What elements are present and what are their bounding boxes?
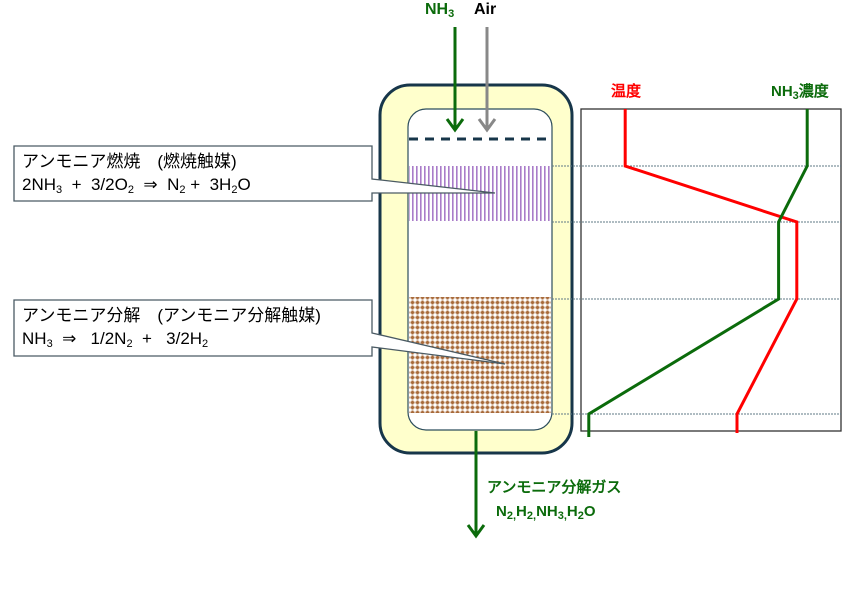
profile-chart xyxy=(552,108,842,437)
nh3-feed-label: NH3 xyxy=(425,1,455,20)
nh3-concentration-profile-line xyxy=(587,109,809,437)
temperature-label-text: 温度 xyxy=(611,83,642,100)
subscript: 2, xyxy=(506,510,517,522)
air-feed-arrow xyxy=(477,27,497,133)
subscript: 3 xyxy=(56,184,63,196)
text-segment: + 3/2H xyxy=(132,329,203,348)
subscript: 3 xyxy=(792,90,799,102)
subscript: 2 xyxy=(126,338,133,350)
nh3-label-main: NH xyxy=(425,1,449,18)
text-segment: 2NH xyxy=(22,175,57,194)
subscript: 2 xyxy=(202,338,209,350)
product-gas-species: N2,H2,NH3,H2O xyxy=(496,503,596,522)
subscript: 2 xyxy=(231,184,238,196)
combustion-equation: 2NH3 + 3/2O2 ⇒ N2 + 3H2O xyxy=(22,173,251,196)
combustion-title: アンモニア燃焼 (燃焼触媒) xyxy=(22,152,237,171)
product-gas-title-text: アンモニア分解ガス xyxy=(487,479,622,496)
temperature-profile-line xyxy=(623,109,799,433)
subscript: 3 xyxy=(46,338,53,350)
text-segment: + 3H xyxy=(185,175,232,194)
text-segment: NH xyxy=(22,329,47,348)
text-segment: NH xyxy=(771,83,793,100)
text-segment: ⇒ 1/2N xyxy=(52,329,127,348)
subscript: 2, xyxy=(526,510,537,522)
text-segment: H xyxy=(566,503,578,520)
text-segment: 濃度 xyxy=(798,83,829,100)
decomposition-title: アンモニア分解 (アンモニア分解触媒) xyxy=(22,306,321,325)
combustion-callout-text: アンモニア燃焼 (燃焼触媒) 2NH3 + 3/2O2 ⇒ N2 + 3H2O xyxy=(22,150,251,196)
text-segment: ⇒ N xyxy=(133,175,180,194)
air-feed-label: Air xyxy=(474,1,496,19)
subscript: 2 xyxy=(577,510,584,522)
text-segment: O xyxy=(583,503,596,520)
product-gas-species-text: N2,H2,NH3,H2O xyxy=(496,503,596,522)
subscript: 3, xyxy=(557,510,567,522)
text-segment: + 3/2O xyxy=(62,175,128,194)
text-segment: N xyxy=(496,503,507,520)
subscript: 2 xyxy=(127,184,134,196)
nh3-concentration-legend-label: NH3濃度 xyxy=(771,80,829,102)
air-label: Air xyxy=(474,1,497,18)
text-segment: NH xyxy=(536,503,558,520)
nh3-concentration-label-text: NH3濃度 xyxy=(771,83,829,102)
product-gas-arrow xyxy=(466,431,486,539)
nh3-label-sub: 3 xyxy=(448,8,455,20)
temperature-legend-label: 温度 xyxy=(611,80,641,101)
product-gas-title: アンモニア分解ガス xyxy=(487,476,621,497)
combustion-callout-box xyxy=(13,145,496,202)
decomposition-callout-box xyxy=(13,299,506,365)
text-segment: H xyxy=(516,503,527,520)
text-segment: O xyxy=(237,175,251,194)
subscript: 2 xyxy=(179,184,186,196)
chart-frame xyxy=(580,108,842,432)
decomposition-equation: NH3 ⇒ 1/2N2 + 3/2H2 xyxy=(22,327,321,350)
nh3-feed-arrow xyxy=(445,27,465,133)
decomposition-callout-text: アンモニア分解 (アンモニア分解触媒) NH3 ⇒ 1/2N2 + 3/2H2 xyxy=(22,304,321,350)
